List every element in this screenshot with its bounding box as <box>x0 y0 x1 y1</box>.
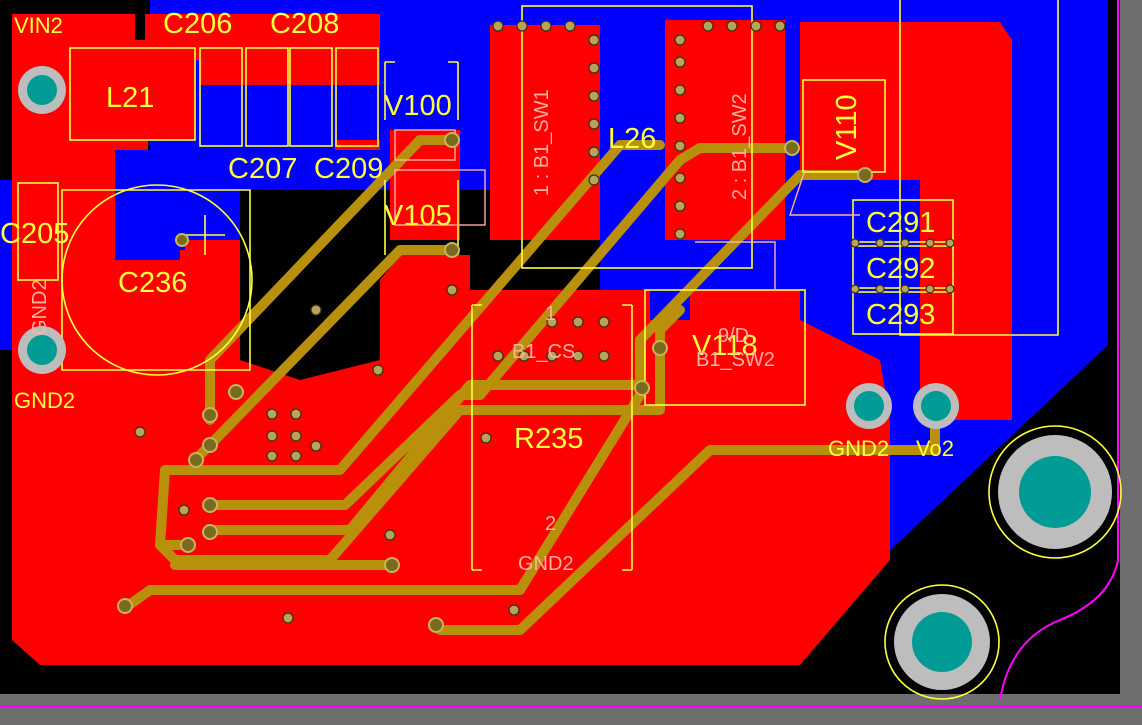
label-vin2: VIN2 <box>14 13 63 38</box>
mounting-hole-bottom[interactable] <box>894 594 990 690</box>
label-c206: C206 <box>163 8 232 40</box>
label-r235-pin1: 1 <box>545 303 556 325</box>
label-c205: C205 <box>0 218 69 250</box>
label-v118: V118 <box>692 330 758 362</box>
label-gnd2-left: GND2 <box>14 388 75 413</box>
label-r235-net1: B1_CS <box>512 341 575 363</box>
label-r235-net2: GND2 <box>518 553 574 575</box>
label-gnd2-right: GND2 <box>828 436 889 461</box>
silkscreen-outlines <box>17 0 1122 700</box>
label-c292: C292 <box>866 253 935 285</box>
label-v105: V105 <box>384 200 452 232</box>
tp-gnd2-right[interactable] <box>846 383 892 429</box>
label-c291: C291 <box>866 207 935 239</box>
label-v118-net: B1_SW2 <box>696 349 775 371</box>
bottom-copper-window-2 <box>115 150 185 250</box>
top-copper-v100 <box>390 130 460 240</box>
label-c293: C293 <box>866 299 935 331</box>
top-copper-right <box>800 22 1012 420</box>
mounting-hole-right[interactable] <box>998 435 1112 549</box>
label-v110: V110 <box>831 94 863 160</box>
label-r235-pin2: 2 <box>545 513 556 535</box>
label-c236: C236 <box>118 267 187 299</box>
top-copper-v118 <box>690 290 800 410</box>
board-outline-corner <box>999 0 1119 701</box>
label-r235: R235 <box>514 423 583 455</box>
tp-vin2[interactable] <box>18 66 66 114</box>
via-group <box>117 20 955 633</box>
label-l21: L21 <box>106 82 154 114</box>
tp-vo2[interactable] <box>913 383 959 429</box>
label-gnd2-vertical: GND2 <box>29 279 51 335</box>
top-copper-sw2 <box>665 20 785 240</box>
top-copper-sw1 <box>490 25 600 240</box>
label-v118-pin: 9/D <box>718 325 749 347</box>
outer-frame-bottom <box>0 694 1142 725</box>
label-l26: L26 <box>608 123 656 155</box>
tp-gnd2-left[interactable] <box>18 326 66 374</box>
label-sw2: 2 : B1_SW2 <box>729 93 751 200</box>
label-c208: C208 <box>270 8 339 40</box>
outer-frame-right <box>1120 0 1142 725</box>
label-v100: V100 <box>384 90 452 122</box>
label-c209: C209 <box>314 153 383 185</box>
label-c207: C207 <box>228 153 297 185</box>
label-sw1: 1 : B1_SW1 <box>531 89 553 196</box>
label-vo2: Vo2 <box>916 436 954 461</box>
